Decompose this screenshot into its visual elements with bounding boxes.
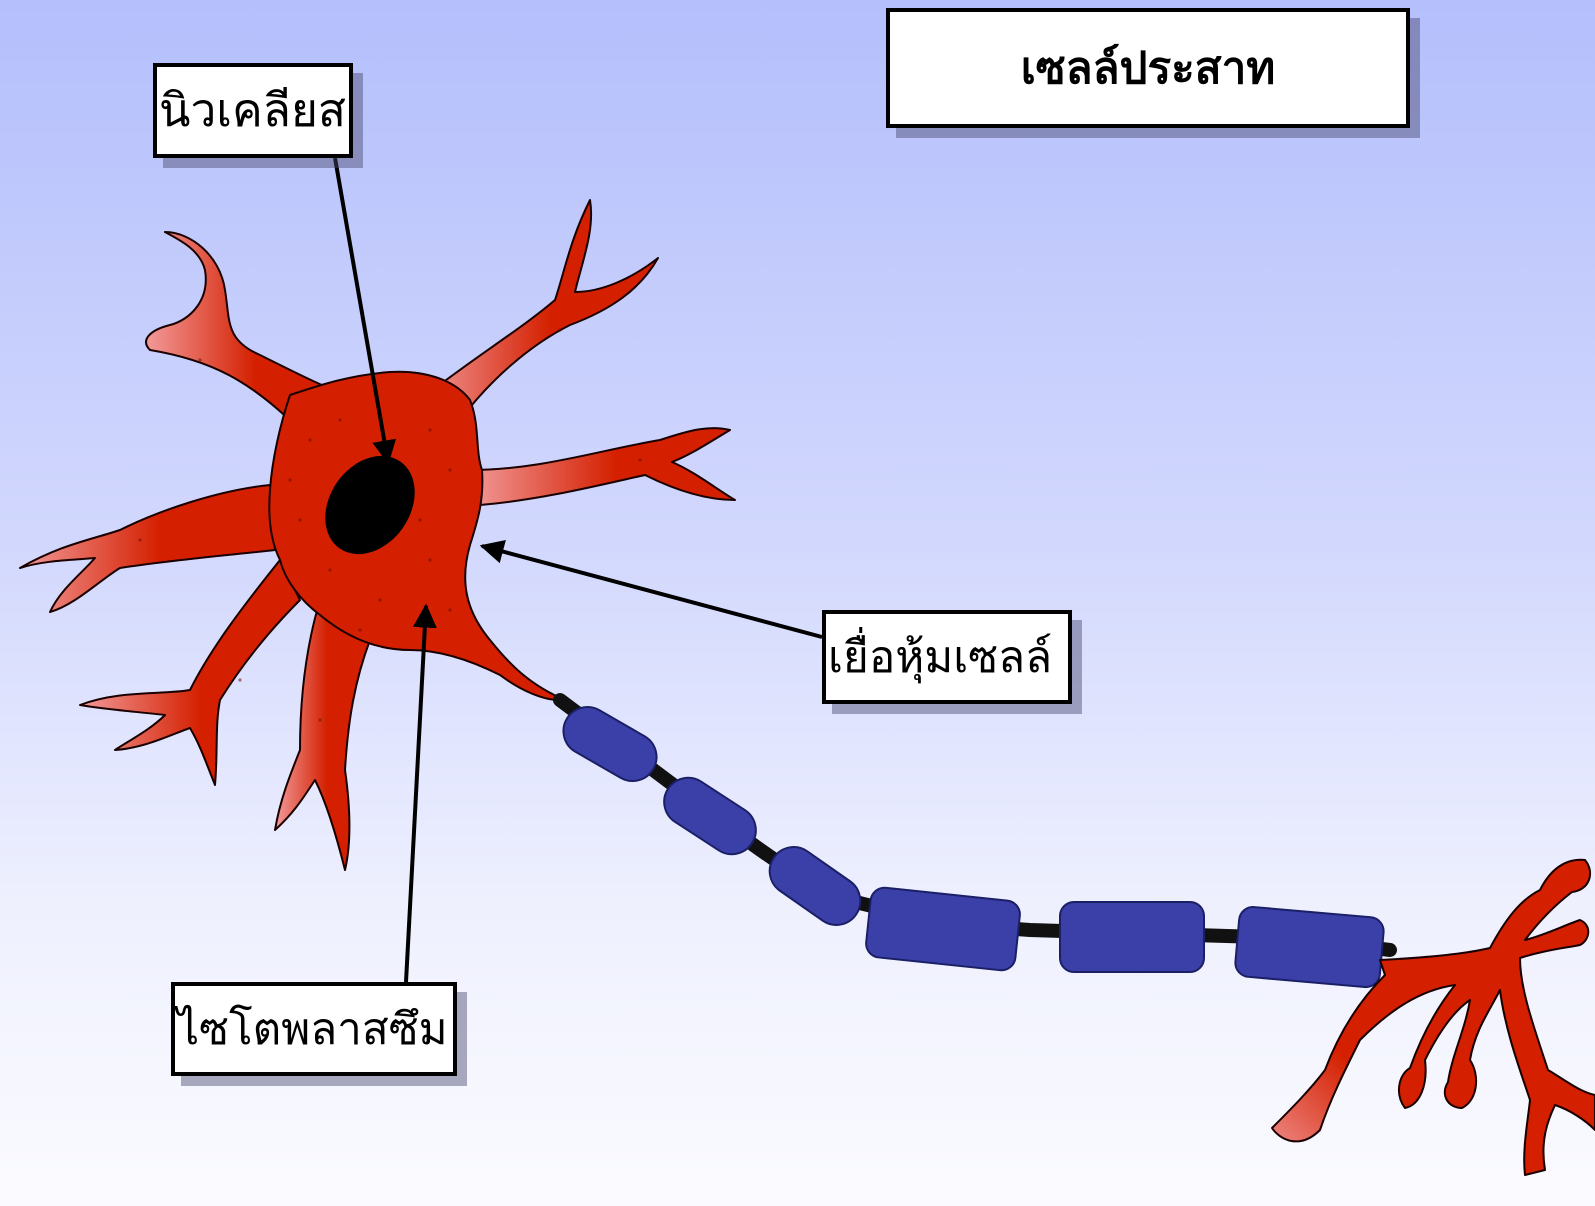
label-cell-membrane: เยื่อหุ้มเซลล์	[822, 610, 1072, 704]
myelin-segment	[1060, 902, 1204, 972]
label-cytoplasm: ไซโตพลาสซึม	[171, 982, 457, 1076]
label-nucleus-text: นิวเคลียส	[159, 74, 346, 147]
label-cell-membrane-text: เยื่อหุ้มเซลล์	[828, 622, 1052, 692]
dendrite-lower	[275, 600, 370, 870]
dendrite-left	[20, 485, 275, 612]
myelin-sheath	[555, 698, 1385, 988]
label-cytoplasm-text: ไซโตพลาสซึม	[177, 994, 448, 1064]
axon-terminal	[1272, 860, 1595, 1175]
diagram-title: เซลล์ประสาท	[886, 8, 1410, 128]
myelin-segment	[760, 838, 869, 935]
myelin-segment	[1234, 906, 1385, 988]
dendrite-right	[470, 428, 735, 505]
dendrite-lower-left	[80, 560, 300, 785]
arrow-cell-membrane	[482, 546, 822, 637]
label-nucleus: นิวเคลียส	[153, 63, 353, 158]
myelin-segment	[865, 886, 1021, 971]
title-text: เซลล์ประสาท	[1021, 33, 1276, 103]
arrow-cytoplasm	[406, 606, 426, 982]
myelin-segment	[555, 698, 666, 790]
